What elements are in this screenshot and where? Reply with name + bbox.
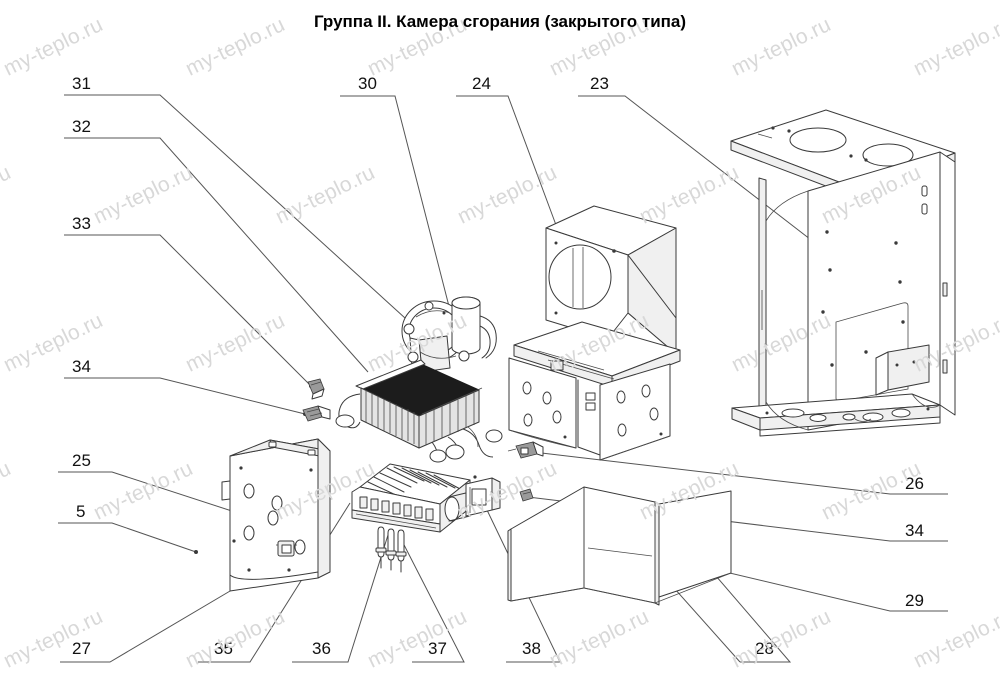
callout-sensor-clip-lower[interactable]: 34 (72, 357, 91, 376)
part-heat-exchanger[interactable] (335, 359, 503, 463)
callout-gas-valve-manifold[interactable]: 38 (522, 639, 541, 658)
part-cabinet-frame[interactable] (730, 109, 956, 437)
part-chamber-clip[interactable] (507, 441, 544, 459)
callout-combustion-chamber[interactable]: 24 (472, 74, 491, 93)
callout-flame-sensor-electrode[interactable]: 37 (428, 639, 447, 658)
callout-chamber-clip[interactable]: 26 (905, 474, 924, 493)
callout-fan-blower[interactable]: 30 (358, 74, 377, 93)
part-sensor-clip-upper[interactable] (307, 378, 325, 400)
callout-heat-exchanger-upper[interactable]: 31 (72, 74, 91, 93)
callout-sensor-clip-upper[interactable]: 33 (72, 214, 91, 233)
callout-front-panel[interactable]: 25 (72, 451, 91, 470)
callout-heat-exchanger[interactable]: 32 (72, 117, 91, 136)
page-title: Группа II. Камера сгорания (закрытого ти… (313, 12, 687, 31)
callout-panel-bracket[interactable]: 27 (72, 639, 91, 658)
part-front-panel[interactable] (221, 438, 331, 592)
part-insulation-baffles[interactable] (507, 486, 732, 606)
callout-sensor-clip-right[interactable]: 34 (905, 521, 924, 540)
callout-insulation-baffles[interactable]: 28 (755, 639, 774, 658)
part-sensor-clip-lower[interactable] (302, 405, 331, 422)
part-burner[interactable] (351, 463, 501, 533)
part-combustion-chamber[interactable] (508, 205, 681, 461)
callout-panel-screw[interactable]: 5 (76, 502, 86, 521)
part-fan-blower[interactable] (401, 296, 497, 373)
part-gas-valve-manifold[interactable] (465, 477, 501, 517)
callout-burner[interactable]: 35 (214, 639, 233, 658)
callout-cabinet-frame[interactable]: 23 (590, 74, 609, 93)
callout-baffle-panel[interactable]: 29 (905, 591, 924, 610)
part-sensor-clip-right[interactable] (519, 488, 534, 502)
callout-ignition-electrode[interactable]: 36 (312, 639, 331, 658)
part-flame-sensor-electrode[interactable] (395, 529, 407, 573)
part-ignition-electrode[interactable] (375, 526, 397, 571)
